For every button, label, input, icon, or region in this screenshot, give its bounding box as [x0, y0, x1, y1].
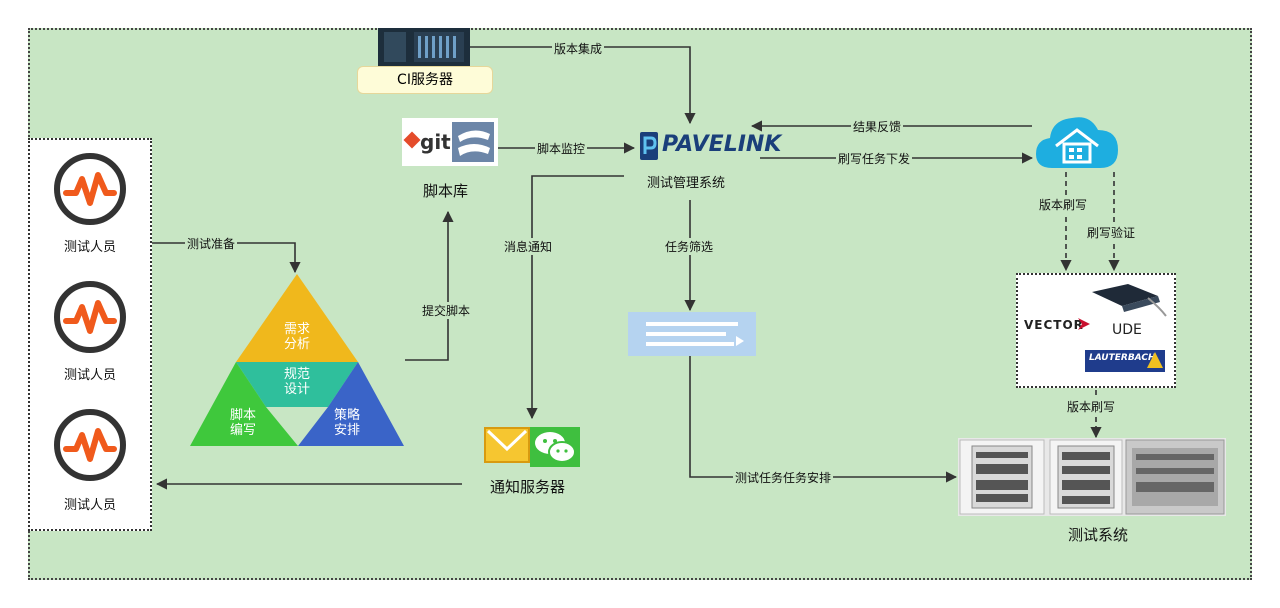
script-repo-label: 脚本库 — [423, 182, 469, 200]
tester-label-3: 测试人员 — [63, 498, 116, 513]
flash-tool-icon — [1092, 284, 1167, 317]
edge-label-result-feedback: 结果反馈 — [851, 118, 904, 135]
git-text: git — [420, 130, 451, 154]
wechat-icon — [530, 427, 580, 467]
edge-version-integration — [470, 46, 696, 125]
cloud-house-icon — [1036, 117, 1118, 168]
task-filter-document-icon — [628, 312, 756, 356]
pavelink-logo-icon: PAVELINK — [638, 128, 781, 164]
edge-message-notify — [526, 175, 624, 420]
edge-label-version-integration: 版本集成 — [552, 40, 605, 57]
edge-label-task-filter: 任务筛选 — [663, 238, 716, 255]
edge-label-version-flash-2: 版本刷写 — [1065, 398, 1118, 415]
pyramid-left — [190, 362, 298, 446]
mail-icon — [484, 427, 530, 463]
ci-server-label: CI服务器 — [357, 66, 493, 94]
lauterbach-logo: LAUTERBACH — [1085, 350, 1165, 372]
pyramid-middle — [236, 362, 358, 407]
edge-label-flash-task-dispatch: 刷写任务下发 — [836, 150, 913, 167]
tester-label-1: 测试人员 — [63, 240, 116, 255]
edge-label-flash-verify: 刷写验证 — [1085, 224, 1138, 241]
pyramid-right — [298, 362, 404, 446]
test-mgmt-label: 测试管理系统 — [647, 176, 726, 191]
pyramid-middle-label: 规范设计 — [283, 367, 310, 397]
git-logo-icon: git — [402, 118, 498, 166]
person-wave-icon — [54, 409, 126, 481]
edge-label-message-notify: 消息通知 — [502, 238, 555, 255]
pyramid-top — [236, 274, 358, 362]
person-wave-icon — [54, 153, 126, 225]
vector-chevron-icon — [1078, 318, 1090, 330]
server-rack-icon — [378, 28, 470, 66]
tester-label-2: 测试人员 — [63, 368, 116, 383]
edge-label-version-flash: 版本刷写 — [1037, 196, 1090, 213]
edge-label-test-prep: 测试准备 — [185, 235, 238, 252]
person-wave-icon — [54, 281, 126, 353]
notify-server-label: 通知服务器 — [490, 478, 566, 496]
edge-submit-script — [405, 210, 454, 361]
edge-test-task-arrange — [689, 356, 958, 483]
test-system-photo — [958, 438, 1226, 516]
pyramid-left-label: 脚本编写 — [229, 408, 256, 438]
ude-label: UDE — [1112, 322, 1142, 338]
pyramid-right-label: 策略安排 — [333, 408, 360, 438]
pyramid-top-label: 需求分析 — [283, 322, 310, 352]
vector-logo: VECTOR — [1024, 318, 1084, 332]
edge-label-script-monitor: 脚本监控 — [535, 140, 588, 157]
pyramid-diagram — [190, 274, 404, 446]
hil-rack-icon — [959, 439, 1225, 515]
edge-label-test-task-arrange: 测试任务任务安排 — [733, 469, 834, 486]
pavelink-text: PAVELINK — [662, 132, 782, 157]
test-system-label: 测试系统 — [1068, 526, 1129, 544]
edge-label-submit-script: 提交脚本 — [420, 302, 473, 319]
